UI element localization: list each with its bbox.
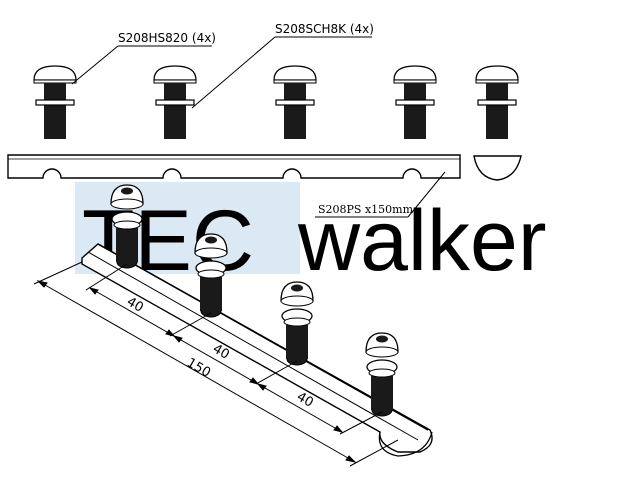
dimension-lines: [33, 261, 399, 467]
screw-assembled-4: [365, 332, 399, 417]
profile-bar: [7, 154, 461, 179]
isometric-assembly: 40 40 40 150: [33, 184, 433, 467]
screw-side-view: [475, 65, 519, 139]
dimension-spacing-1: 40: [124, 294, 146, 315]
dimension-spacing-3: 40: [294, 389, 316, 410]
profile-cross-section: [473, 155, 522, 181]
watermark-text-walker: walker: [297, 193, 547, 289]
screw-assembled-2: [194, 233, 228, 318]
leader-hex-screw-diag: [71, 45, 119, 85]
screw-top-4: [393, 65, 437, 139]
dimension-overall: 150: [184, 355, 213, 380]
label-profile: S208PS x150mm: [318, 203, 414, 216]
screw-top-2: [153, 65, 197, 139]
screw-top-1: [33, 65, 77, 139]
watermark: TEC walker: [75, 182, 547, 289]
dimension-spacing-2: 40: [210, 341, 232, 362]
screw-assembled-1: [110, 184, 144, 269]
exploded-view: S208HS820 (4x) S208SCH8K (4x) S208PS x15…: [7, 22, 522, 218]
leader-profile-diag: [407, 171, 446, 218]
label-washer: S208SCH8K (4x): [275, 22, 374, 36]
label-hex-screw: S208HS820 (4x): [118, 31, 216, 45]
screw-top-3: [273, 65, 317, 139]
screw-assembled-3: [280, 281, 314, 366]
leader-washer-diag: [191, 36, 276, 109]
